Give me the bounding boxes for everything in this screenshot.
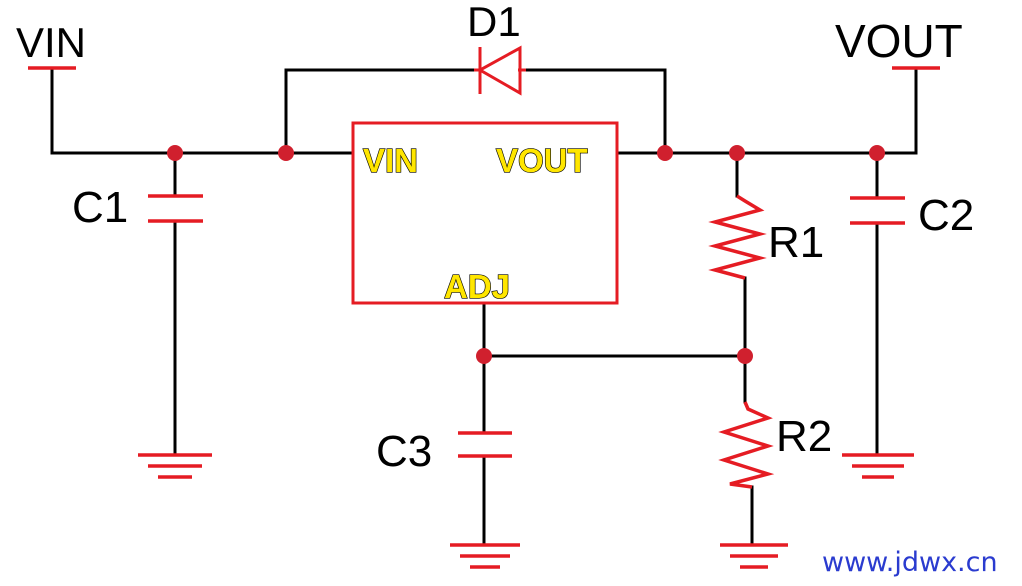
junction-nodes (167, 145, 885, 364)
ic-pin-vin-label: VIN (363, 142, 418, 179)
vin-port-label: VIN (16, 19, 86, 66)
wires (50, 66, 918, 547)
capacitor-c3-label: C3 (376, 427, 432, 476)
ground-c3-symbol (450, 543, 520, 569)
capacitor-c1-label: C1 (72, 183, 128, 232)
watermark: www.jdwx.cn (822, 547, 998, 578)
node-diode-cathode (657, 145, 673, 161)
resistor-r2-symbol (718, 401, 775, 489)
resistor-r1-symbol (708, 194, 767, 280)
capacitor-c1-symbol (148, 194, 203, 223)
resistor-r1-label: R1 (768, 218, 824, 267)
node-c1 (167, 145, 183, 161)
ic-pin-vout-label: VOUT (496, 142, 588, 179)
ground-r2-symbol (720, 543, 788, 569)
ground-c1-symbol (138, 453, 212, 479)
capacitor-c2-symbol (850, 196, 905, 225)
wire-vin-drop (50, 66, 355, 155)
wire-vout-rail (615, 66, 918, 155)
node-diode-anode (278, 145, 294, 161)
node-c2 (869, 145, 885, 161)
wire-diode-bypass-left (284, 68, 480, 155)
diode-d1-symbol (474, 45, 526, 96)
ground-c2-symbol (842, 453, 914, 479)
vout-port-label: VOUT (835, 15, 963, 67)
wire-diode-bypass-right (518, 68, 667, 155)
node-adj (476, 348, 492, 364)
capacitor-c3-symbol (458, 431, 512, 458)
resistor-r2-label: R2 (776, 412, 832, 461)
capacitor-c2-label: C2 (918, 191, 974, 240)
regulator-ic (351, 121, 619, 305)
ic-pin-adj-label: ADJ (444, 268, 510, 305)
node-r1-r2 (737, 348, 753, 364)
diode-d1-label: D1 (467, 0, 521, 45)
node-r1 (729, 145, 745, 161)
